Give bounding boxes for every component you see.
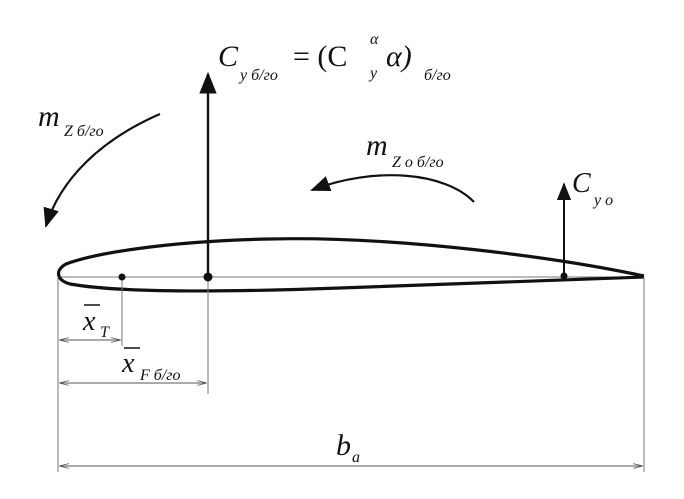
cy-bgo-equation-alpha: α) bbox=[386, 40, 412, 73]
cy0-label-sub: y o bbox=[592, 192, 613, 209]
cy0-label: C bbox=[572, 168, 591, 199]
xt-label: x bbox=[82, 306, 96, 337]
mz-o-bgo-arc bbox=[310, 174, 475, 203]
ba-label-sub: a bbox=[352, 449, 360, 466]
mz-o-bgo-label: m bbox=[366, 129, 388, 162]
mz-o-bgo-label-sub: Z o б/го bbox=[392, 154, 444, 171]
mz-bgo-label: m bbox=[38, 100, 60, 133]
cy-bgo-equation-tail-sub: б/го bbox=[424, 67, 451, 84]
cy-bgo-label: C bbox=[218, 40, 239, 73]
mz-bgo-arc bbox=[43, 112, 161, 228]
xf-label: x bbox=[121, 348, 135, 379]
ba-label: b bbox=[336, 429, 351, 462]
cg-point bbox=[118, 273, 126, 281]
mz-bgo-label-sub: Z б/го bbox=[64, 123, 104, 140]
cy-bgo-label-sub: y б/го bbox=[238, 67, 278, 84]
cy-bgo-equation-sup: α bbox=[370, 31, 379, 48]
xf-label-sub: F б/го bbox=[139, 367, 181, 384]
xt-label-sub: T bbox=[100, 324, 110, 341]
cy-bgo-equation: = (C bbox=[293, 40, 347, 73]
airfoil-profile bbox=[57, 237, 645, 293]
cy-bgo-equation-sub: y bbox=[368, 65, 378, 82]
